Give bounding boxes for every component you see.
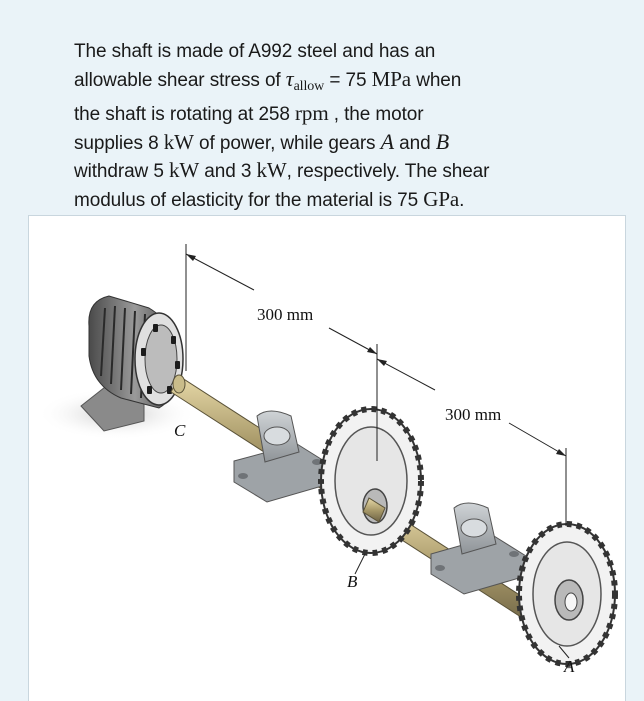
text-segment: withdraw 5 [74, 161, 169, 182]
problem-line-4: supplies 8 kW of power, while gears A an… [74, 129, 634, 158]
shaft-diagram: 300 mm 300 mm C B A [37, 244, 618, 676]
text-segment: and 3 [199, 161, 257, 182]
modulus-unit: GPa [423, 186, 460, 211]
text-segment: = 75 [324, 69, 372, 91]
leader-a [558, 645, 570, 659]
speed-unit: rpm [295, 101, 329, 125]
leader-b [354, 553, 366, 575]
label-c: C [174, 421, 186, 440]
dimension-lines [185, 244, 567, 526]
text-segment: The shaft is made of A992 steel and has … [74, 41, 436, 62]
text-segment: . [459, 189, 465, 211]
text-segment: , the motor [328, 104, 424, 125]
text-segment: when [411, 69, 462, 91]
text-segment: the shaft is rotating at 258 [74, 104, 296, 125]
dimension-arrows [186, 254, 566, 456]
text-segment: allowable shear stress of [74, 69, 286, 91]
text-segment: and [393, 132, 436, 154]
stress-unit: MPa [371, 66, 412, 91]
power-unit: kW [163, 129, 194, 154]
text-segment: of power, while gears [193, 132, 381, 154]
motor [88, 295, 184, 409]
power-unit: kW [169, 158, 200, 182]
dimension-label-1: 300 mm [257, 305, 313, 324]
shaft-hub-b [362, 497, 386, 523]
text-segment: , respectively. The shear [286, 161, 490, 182]
problem-line-6: modulus of elasticity for the material i… [74, 186, 634, 215]
bearing-block-1 [233, 410, 330, 503]
label-b: B [347, 572, 358, 591]
label-a: A [563, 657, 575, 676]
shaft-figure-panel: 300 mm 300 mm C B A [28, 215, 626, 701]
problem-statement: The shaft is made of A992 steel and has … [74, 39, 634, 214]
problem-line-2: allowable shear stress of τallow = 75 MP… [74, 66, 634, 101]
gear-a [516, 521, 618, 667]
text-segment: modulus of elasticity for the material i… [74, 189, 424, 211]
tau-symbol: τ [285, 65, 294, 91]
gear-b [318, 406, 424, 556]
tau-subscript: allow [293, 78, 325, 94]
text-segment: supplies 8 [74, 132, 164, 154]
dimension-label-2: 300 mm [445, 405, 501, 424]
problem-line-1: The shaft is made of A992 steel and has … [74, 39, 634, 66]
gear-b-symbol: B [435, 128, 450, 154]
power-unit: kW [256, 158, 287, 182]
problem-line-3: the shaft is rotating at 258 rpm , the m… [74, 100, 634, 129]
problem-line-5: withdraw 5 kW and 3 kW, respectively. Th… [74, 157, 634, 186]
gear-a-symbol: A [380, 128, 394, 154]
